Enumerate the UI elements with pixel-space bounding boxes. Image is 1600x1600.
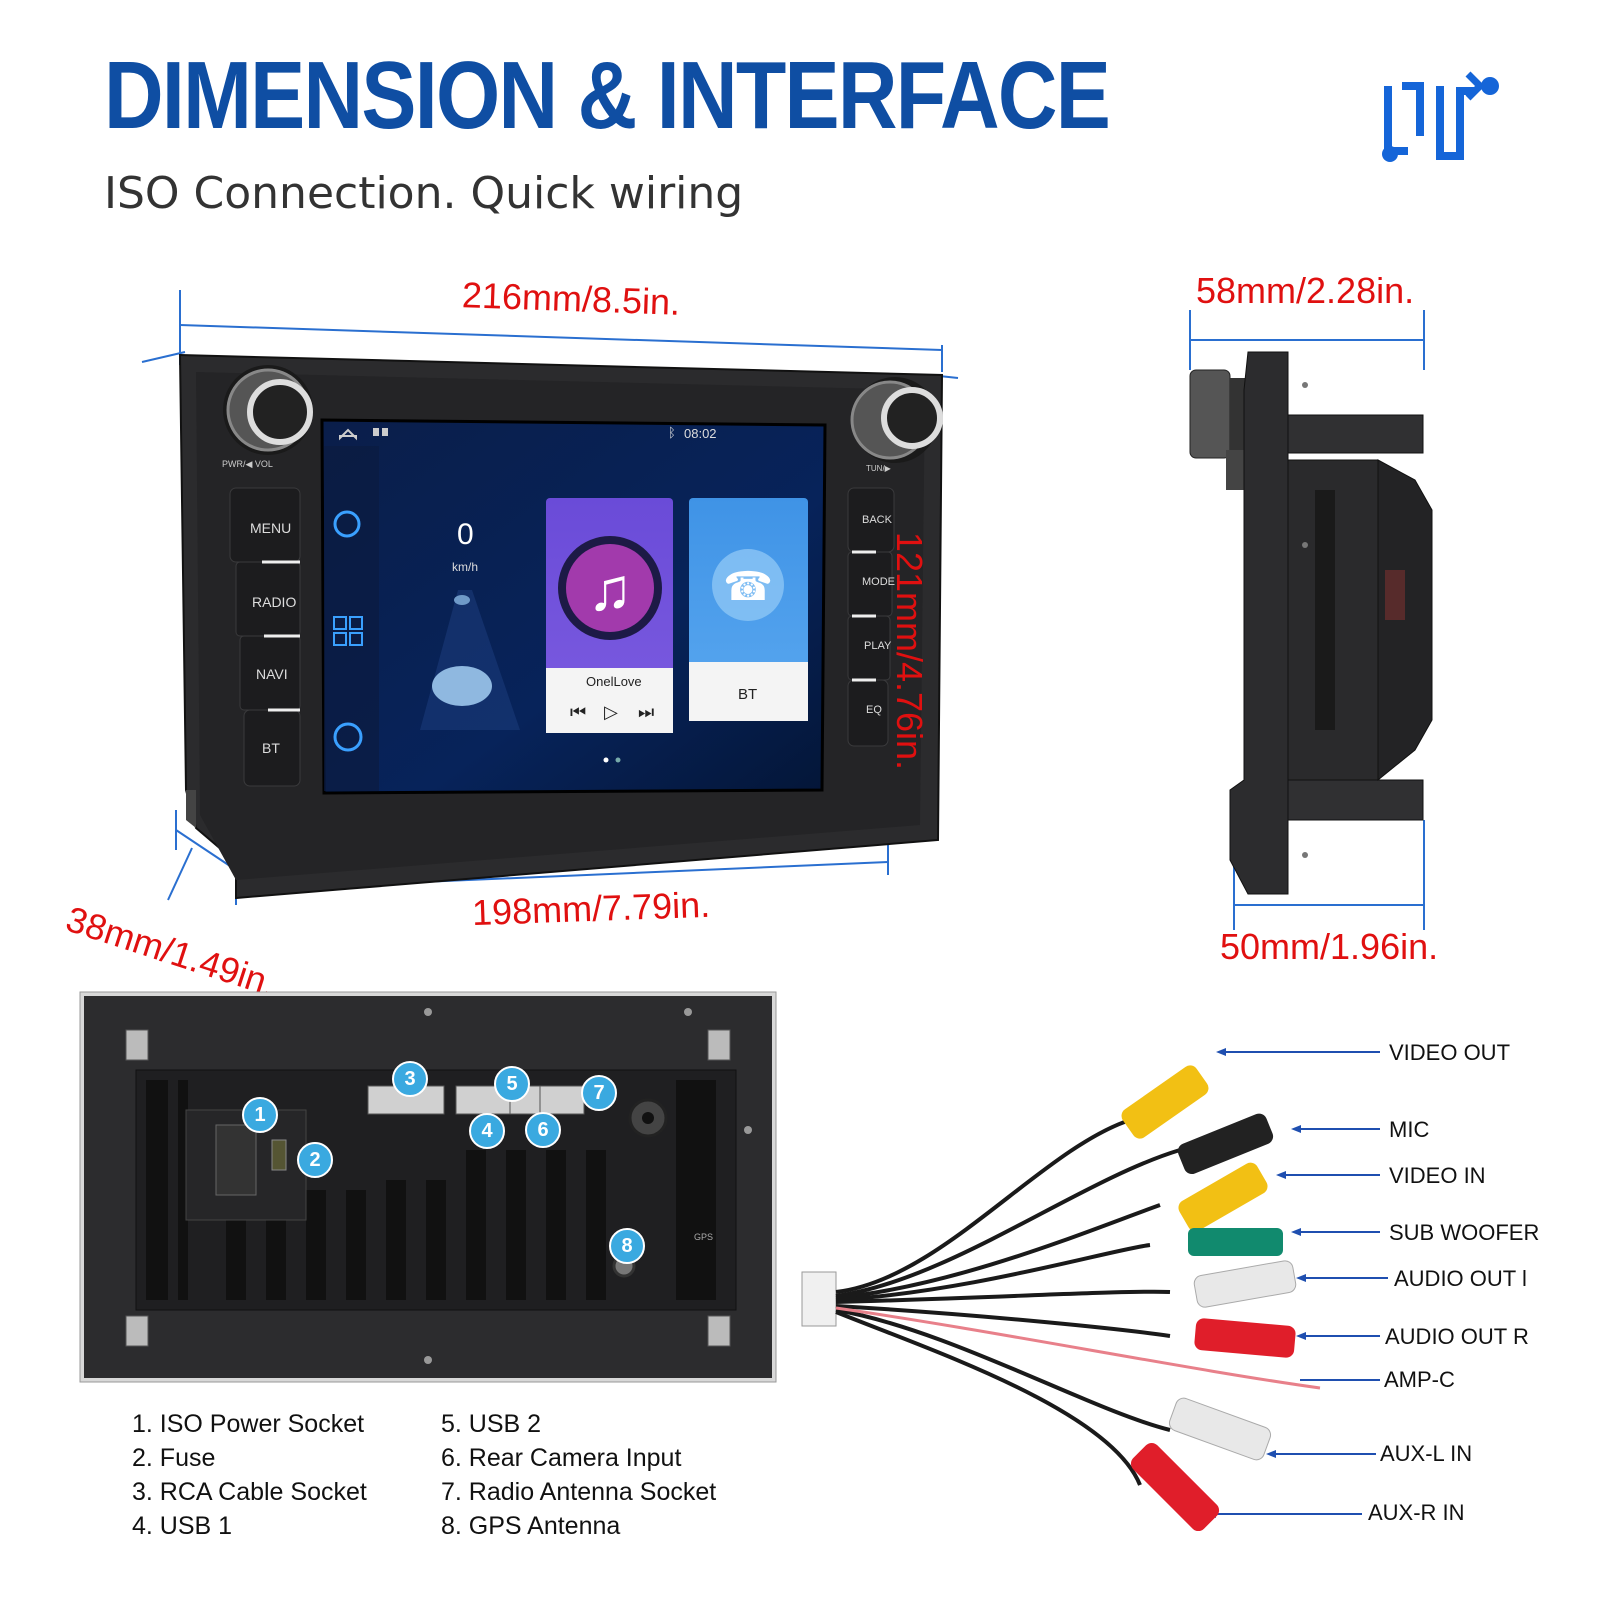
svg-text:⏭: ⏭: [638, 702, 654, 722]
cable-label-audio-out-r: AUDIO OUT R: [1385, 1324, 1529, 1349]
svg-text:▷: ▷: [604, 702, 618, 722]
dimension-front-width: 216mm/8.5in.: [461, 274, 681, 323]
legend-item: 5. USB 2: [441, 1410, 542, 1438]
marker-5: 5: [494, 1066, 530, 1102]
dimension-front-bottom-width: 198mm/7.79in.: [471, 883, 711, 934]
mode-button[interactable]: MODE: [862, 576, 895, 588]
legend-item: 3. RCA Cable Socket: [132, 1478, 367, 1506]
marker-6: 6: [525, 1112, 561, 1148]
svg-text:⏮: ⏮: [570, 702, 586, 722]
cable-label-aux-r-in: AUX-R IN: [1368, 1500, 1465, 1525]
eq-button[interactable]: EQ: [866, 704, 882, 716]
left-knob-label: PWR/◀ VOL: [222, 459, 273, 469]
marker-7: 7: [581, 1075, 617, 1111]
back-panel-drawing: [79, 991, 777, 1383]
legend-item: 1. ISO Power Socket: [132, 1410, 365, 1438]
svg-text:☎: ☎: [723, 565, 773, 609]
cable-label-audio-out-l: AUDIO OUT l: [1394, 1266, 1527, 1291]
marker-8: 8: [609, 1228, 645, 1264]
cable-label-sub-woofer: SUB WOOFER: [1389, 1220, 1540, 1245]
radio-button[interactable]: RADIO: [252, 594, 297, 610]
bt-button[interactable]: BT: [262, 740, 280, 756]
navi-button[interactable]: NAVI: [256, 666, 288, 682]
dimension-side-top: 58mm/2.28in.: [1196, 270, 1415, 311]
connection-icon: [1382, 71, 1499, 162]
cable-label-amp-c: AMP-C: [1384, 1367, 1455, 1392]
gps-label: GPS: [694, 1232, 714, 1242]
legend-item: 2. Fuse: [132, 1444, 216, 1472]
marker-4: 4: [469, 1113, 505, 1149]
back-button[interactable]: BACK: [862, 514, 892, 526]
legend-item: 8. GPS Antenna: [441, 1512, 621, 1540]
screen-time: 08:02: [684, 426, 717, 441]
cable-label-video-in: VIDEO IN: [1389, 1163, 1486, 1188]
legend-item: 7. Radio Antenna Socket: [441, 1478, 717, 1506]
speed-unit: km/h: [452, 560, 479, 574]
side-view-drawing: [1189, 310, 1433, 930]
dimension-front-height: 121mm/4.76in.: [889, 531, 931, 771]
svg-text:♫: ♫: [588, 556, 633, 623]
play-button[interactable]: PLAY: [864, 640, 892, 652]
cable-label-mic: MIC: [1389, 1117, 1430, 1142]
song-title[interactable]: OnelLove: [586, 674, 642, 689]
cable-label-video-out: VIDEO OUT: [1389, 1040, 1511, 1065]
front-view-drawing: ♫ ⏮ ▷ ⏭ ☎: [141, 290, 959, 905]
right-knob-label: TUN/▶: [866, 464, 891, 473]
menu-button[interactable]: MENU: [250, 520, 292, 536]
legend-item: 4. USB 1: [132, 1512, 233, 1540]
marker-3: 3: [392, 1061, 428, 1097]
page-title: DIMENSION & INTERFACE: [104, 42, 1111, 149]
rca-cable-drawing: [801, 1048, 1388, 1532]
page-subtitle: ISO Connection. Quick wiring: [104, 168, 744, 219]
speed-value: 0: [457, 518, 474, 551]
dimension-side-bottom: 50mm/1.96in.: [1220, 926, 1439, 967]
cable-label-aux-l-in: AUX-L IN: [1380, 1441, 1473, 1466]
marker-2: 2: [297, 1142, 333, 1178]
bluetooth-status-icon: ᛒ: [668, 425, 676, 440]
bt-card-label[interactable]: BT: [738, 686, 758, 703]
legend-item: 6. Rear Camera Input: [441, 1444, 682, 1472]
marker-1: 1: [242, 1097, 278, 1133]
